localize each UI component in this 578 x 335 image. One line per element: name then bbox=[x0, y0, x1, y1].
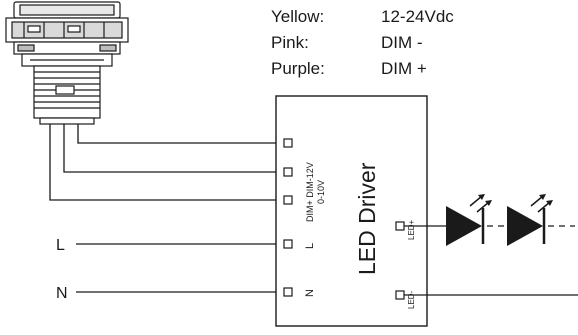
wire-purple bbox=[49, 124, 284, 201]
terminal-dim-minus bbox=[283, 167, 293, 177]
terminal-dim-plus bbox=[283, 195, 293, 205]
led-driver: DIM+ DIM-12V 0-10V L N LED Driver LED+ L… bbox=[275, 95, 428, 327]
legend-function-1: 12-24Vdc bbox=[381, 7, 454, 26]
led-2 bbox=[507, 194, 553, 246]
mains-wires: L N bbox=[56, 237, 284, 302]
wire-legend: Yellow: 12-24Vdc Pink: DIM - Purple: DIM… bbox=[271, 7, 454, 78]
driver-box bbox=[275, 95, 428, 327]
dim-label-bottom: 0-10V bbox=[316, 180, 326, 204]
dim-label-top: DIM+ DIM-12V bbox=[305, 162, 315, 222]
legend-function-3: DIM + bbox=[381, 59, 427, 78]
wire-yellow bbox=[77, 124, 284, 144]
led-1 bbox=[446, 194, 492, 246]
terminal-led-plus bbox=[395, 221, 405, 231]
mains-l-label: L bbox=[56, 237, 65, 254]
terminal-12v bbox=[283, 138, 293, 148]
dimmer-illustration bbox=[5, 1, 129, 125]
legend-function-2: DIM - bbox=[381, 33, 423, 52]
mains-n-label: N bbox=[56, 285, 68, 302]
wire-pink bbox=[63, 124, 284, 173]
led-output bbox=[404, 225, 578, 296]
terminal-n-label: N bbox=[304, 289, 316, 297]
dimmer-wires bbox=[49, 124, 284, 201]
driver-title: LED Driver bbox=[354, 162, 380, 275]
terminal-n bbox=[283, 287, 293, 297]
legend-wire-3: Purple: bbox=[271, 59, 325, 78]
legend-wire-1: Yellow: bbox=[271, 7, 324, 26]
led-minus-label: LED- bbox=[407, 290, 416, 309]
terminal-led-minus bbox=[395, 290, 405, 300]
led-plus-label: LED+ bbox=[407, 219, 416, 240]
legend-wire-2: Pink: bbox=[271, 33, 309, 52]
terminal-l-label: L bbox=[304, 243, 316, 249]
terminal-l bbox=[283, 239, 293, 249]
